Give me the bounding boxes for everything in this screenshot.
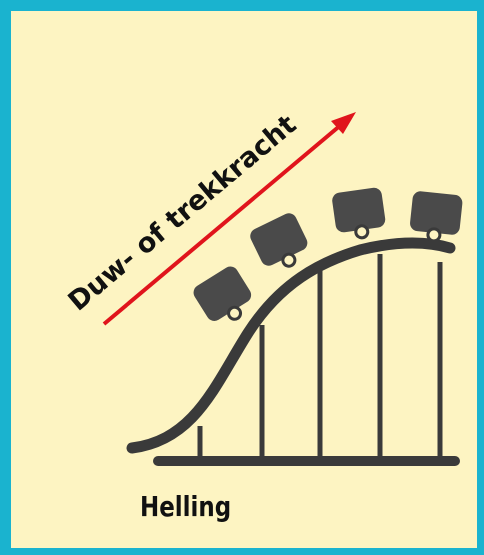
cart-3	[331, 187, 387, 241]
cart-2	[248, 211, 314, 277]
caption-helling: Helling	[140, 490, 231, 523]
cart-wheel	[427, 228, 440, 241]
roller-coaster-cart-icon	[191, 264, 255, 324]
cart-1	[191, 264, 259, 332]
cart-wheel	[355, 225, 369, 239]
cart-4	[408, 191, 463, 244]
ground-rail	[153, 456, 460, 466]
track-curve	[132, 243, 450, 448]
force-label: Duw- of trekkracht	[63, 109, 303, 317]
roller-coaster-cart-icon	[248, 211, 310, 269]
